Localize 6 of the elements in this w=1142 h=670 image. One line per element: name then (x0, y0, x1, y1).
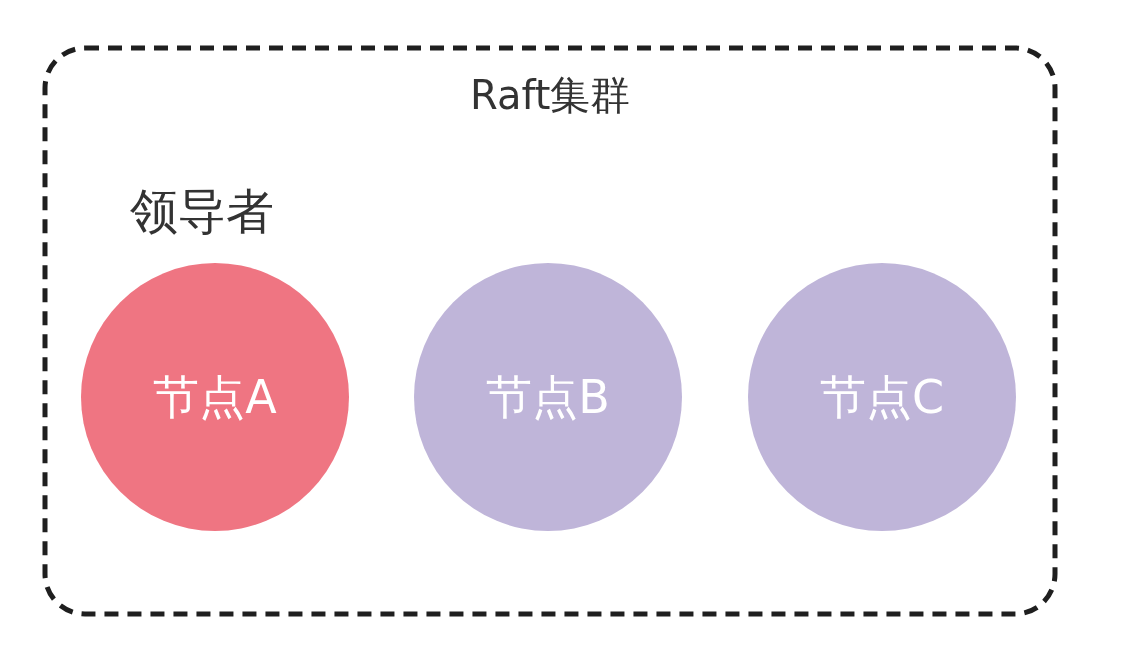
cluster-boundary (42, 45, 1058, 617)
node-label: 节点B (486, 371, 610, 423)
node-label: 节点A (153, 371, 277, 423)
role-label: 领导者 (130, 185, 274, 238)
node-label: 节点C (819, 371, 945, 423)
group-title: Raft集群 (470, 73, 631, 117)
